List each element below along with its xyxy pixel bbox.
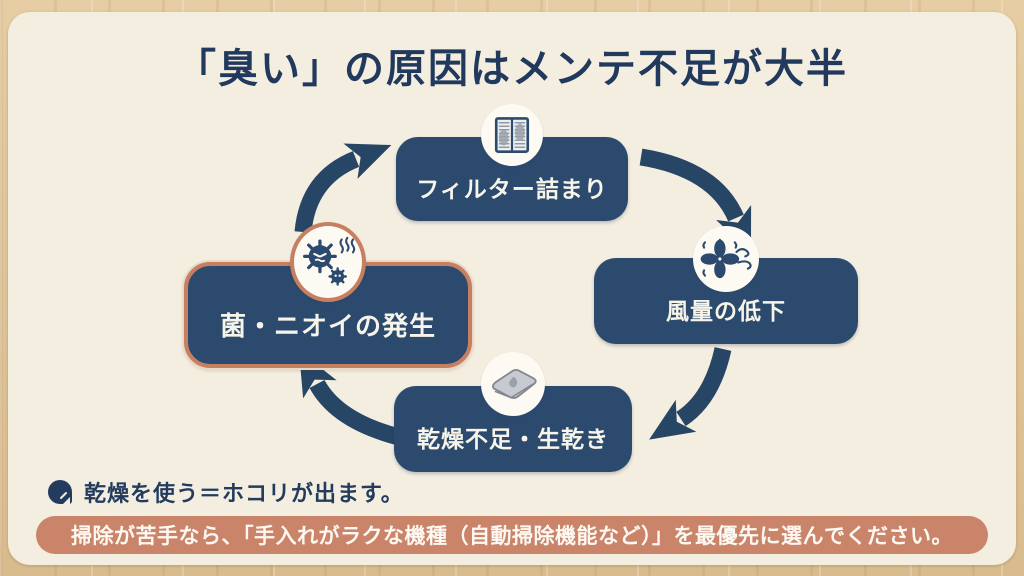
fan-icon — [693, 226, 759, 292]
cycle-node-label: フィルター詰まり — [416, 176, 608, 202]
advice-banner: 掃除が苦手なら、「手入れがラクな機種（自動掃除機能など）」を最優先に選んでくださ… — [36, 516, 988, 554]
note-text: 乾燥を使う＝ホコリが出ます。 — [84, 481, 404, 506]
cycle-node-label: 菌・ニオイの発生 — [219, 310, 436, 341]
cycle-node-label: 乾燥不足・生乾き — [417, 426, 609, 452]
note: 乾燥を使う＝ホコリが出ます。 — [46, 476, 404, 508]
cycle-node-drying: 乾燥不足・生乾き — [394, 352, 632, 472]
memo-icon — [48, 480, 72, 504]
cycle-node-odor: 菌・ニオイの発生 — [184, 222, 472, 368]
cycle-node-airflow: 風量の低下 — [594, 226, 858, 344]
filter-icon — [481, 104, 543, 166]
towel-icon — [481, 352, 545, 416]
germ-icon — [290, 222, 366, 302]
cycle-node-label: 風量の低下 — [666, 298, 786, 324]
page-title: 「臭い」の原因はメンテ不足が大半 — [176, 47, 848, 91]
advice-banner-text: 掃除が苦手なら、「手入れがラクな機種（自動掃除機能など）」を最優先に選んでくださ… — [71, 525, 953, 548]
cycle-node-filter: フィルター詰まり — [396, 104, 628, 221]
